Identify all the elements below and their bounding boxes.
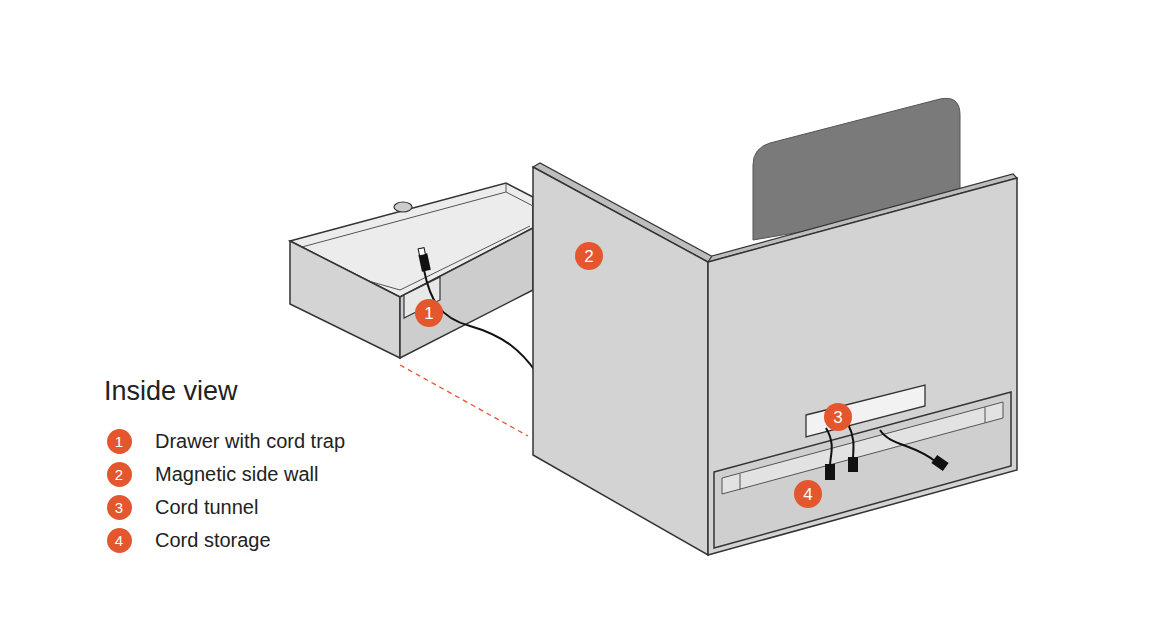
legend-title: Inside view [104,376,238,407]
guide-line [400,365,528,436]
callout-text: 1 [424,305,433,322]
legend-text: Cord storage [155,529,271,552]
drawer-inner-wall [506,192,533,206]
unit-front [708,178,1017,555]
callout-number: 4 [794,480,822,508]
drawer-end [290,241,400,358]
callout-number: 3 [824,403,852,431]
callout-number: 1 [415,299,443,327]
cord-plug [825,464,835,480]
cord-plug-tip [418,248,425,256]
cord [424,270,536,372]
cord [826,428,832,466]
callout-text: 4 [115,533,123,548]
drawer-front [400,228,533,358]
cord-storage [714,392,1011,548]
callout-text: 3 [115,500,123,515]
callout-text: 2 [584,248,593,265]
cord [848,424,854,459]
storage-divider [985,407,986,423]
callout-number: 2 [107,462,132,487]
cord-plug [848,457,858,472]
callout-text: 4 [803,486,812,503]
cord-plug [931,455,948,471]
callout-number: 4 [107,528,132,553]
storage-back-wall [722,402,1003,494]
drawer-knob [394,202,412,212]
legend-text: Drawer with cord trap [155,430,345,453]
callout-number: 1 [107,429,132,454]
callout-text: 1 [115,434,123,449]
storage-divider [740,474,741,490]
side-wall [533,167,708,555]
cord [880,430,936,462]
legend-text: Cord tunnel [155,496,258,519]
callout-number: 3 [107,495,132,520]
callout-text: 2 [115,467,123,482]
drawer-inner-wall [302,183,506,247]
callout-number: 2 [575,242,603,270]
legend-text: Magnetic side wall [155,463,318,486]
callout-text: 3 [833,409,842,426]
